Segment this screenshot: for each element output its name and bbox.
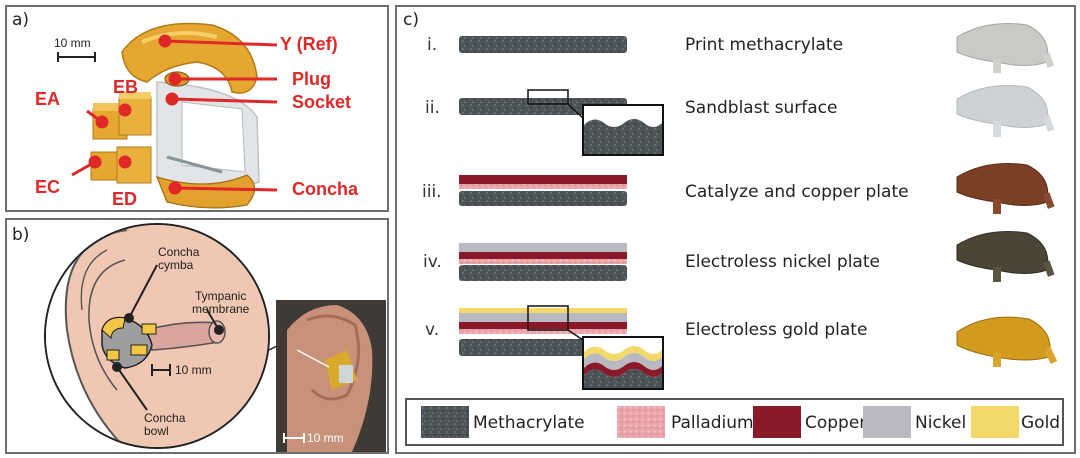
step-4-text: Electroless nickel plate [685, 252, 880, 272]
legend-swatch-nickel [863, 406, 911, 438]
earpiece-photo-gold [956, 316, 1058, 367]
earpiece-device-illustration [71, 22, 278, 209]
step-4-number: iv. [423, 252, 442, 272]
label-eb: EB [113, 77, 139, 97]
step-2-text: Sandblast surface [685, 98, 838, 118]
label-concha-cymba: Concha cymba [158, 245, 200, 272]
step-1-number: i. [427, 35, 438, 55]
earpiece-photo-copper [956, 163, 1055, 214]
step-3-number: iii. [422, 182, 442, 202]
process-layers-diagram [459, 23, 1058, 390]
step-5-number: v. [425, 320, 440, 340]
legend-label-methacrylate: Methacrylate [473, 413, 585, 433]
scale-bar [57, 52, 96, 62]
label-ed: ED [112, 189, 138, 209]
legend-label-copper: Copper [805, 413, 867, 433]
panel-c-label: c) [403, 10, 419, 30]
photo-scale-label: 10 mm [307, 431, 344, 445]
scale-bar-label: 10 mm [54, 36, 91, 50]
panel-a-label: a) [12, 10, 30, 30]
panel-a: a) 10 mm [5, 5, 389, 212]
ear-diagram [44, 223, 386, 452]
legend: Methacrylate Palladium Copper Nickel Gol… [405, 398, 1064, 446]
legend-label-nickel: Nickel [915, 413, 967, 433]
label-plug: Plug [292, 69, 331, 89]
step-2-number: ii. [425, 98, 440, 118]
panel-c: c) [395, 5, 1076, 454]
earpiece-photo-nickel [956, 231, 1055, 282]
earpiece-photo-raw [956, 23, 1055, 73]
label-y-ref: Y (Ref) [280, 34, 338, 54]
label-tympanic-membrane: Tympanic membrane [192, 289, 250, 316]
label-ec: EC [35, 177, 61, 197]
legend-swatch-gold [971, 406, 1019, 438]
legend-swatch-methacrylate [421, 406, 469, 438]
ear-scale-label: 10 mm [175, 363, 212, 377]
legend-label-gold: Gold [1021, 413, 1061, 433]
step-1-text: Print methacrylate [685, 35, 844, 55]
step-3-text: Catalyze and copper plate [685, 182, 909, 202]
legend-swatch-copper [753, 406, 801, 438]
label-concha-bowl: Concha bowl [144, 411, 186, 438]
panel-b: b) [5, 218, 389, 454]
earpiece-photo-sandblasted [956, 85, 1055, 137]
panel-b-label: b) [12, 225, 30, 245]
legend-label-palladium: Palladium [671, 413, 754, 433]
label-socket: Socket [292, 92, 352, 112]
label-ea: EA [35, 89, 61, 109]
label-concha: Concha [292, 179, 359, 199]
step-5-text: Electroless gold plate [685, 320, 868, 340]
legend-swatch-palladium [617, 406, 665, 438]
